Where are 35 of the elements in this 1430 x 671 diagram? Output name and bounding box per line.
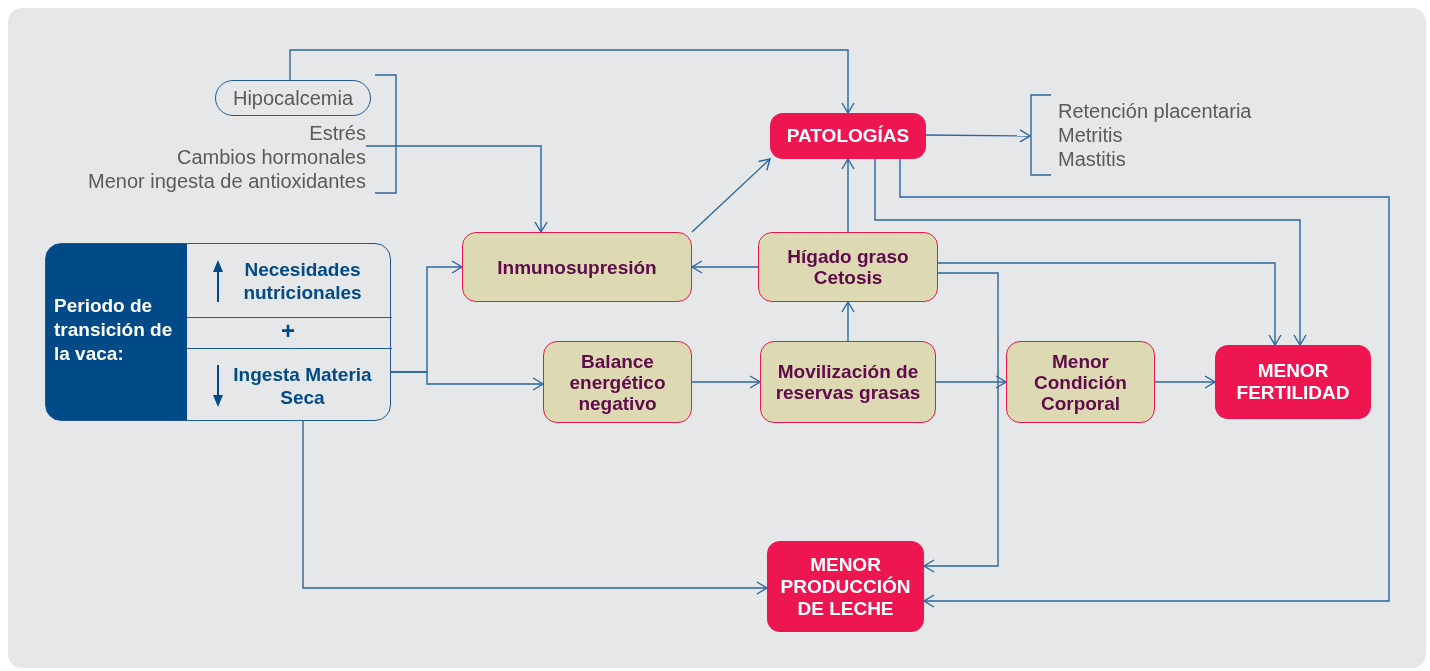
arrow	[899, 158, 1390, 608]
arrow	[302, 420, 768, 595]
outcome-box: MENOR FERTILIDAD	[1215, 345, 1371, 419]
arrow	[691, 375, 761, 389]
arrow	[841, 158, 855, 233]
process-box: Movilización de reservas grasas	[760, 341, 936, 423]
list-item: Mastitis	[1058, 147, 1126, 171]
list-item: Estrés	[309, 121, 366, 145]
arrow	[841, 301, 855, 342]
arrow	[874, 158, 1307, 346]
panel-title: Periodo de transición de la vaca:	[54, 294, 174, 366]
list-item: Retención placentaria	[1058, 99, 1252, 123]
arrow	[1154, 375, 1216, 389]
arrow	[691, 260, 759, 274]
factor-label: Ingesta Materia Seca	[232, 362, 373, 409]
arrow	[937, 262, 1282, 346]
arrow	[691, 158, 771, 233]
arrow	[935, 375, 1007, 389]
list-item: Menor ingesta de antioxidantes	[88, 169, 366, 193]
arrow	[390, 371, 544, 391]
arrow	[365, 145, 548, 233]
arrow	[289, 49, 855, 114]
outcome-box: PATOLOGÍAS	[770, 113, 926, 159]
transition-panel	[45, 243, 391, 421]
process-box: Menor Condición Corporal	[1006, 341, 1155, 423]
arrow	[923, 272, 999, 573]
process-box: Inmunosupresión	[462, 232, 692, 302]
arrow	[925, 129, 1031, 143]
list-item: Cambios hormonales	[177, 145, 366, 169]
factor-label: Necesidades nutricionales	[242, 257, 363, 304]
process-box: Hígado graso Cetosis	[758, 232, 938, 302]
plus-sign: +	[281, 317, 295, 345]
list-item: Metritis	[1058, 123, 1123, 147]
outcome-box: MENOR PRODUCCIÓN DE LECHE	[767, 541, 924, 632]
process-box: Balance energético negativo	[543, 341, 692, 423]
